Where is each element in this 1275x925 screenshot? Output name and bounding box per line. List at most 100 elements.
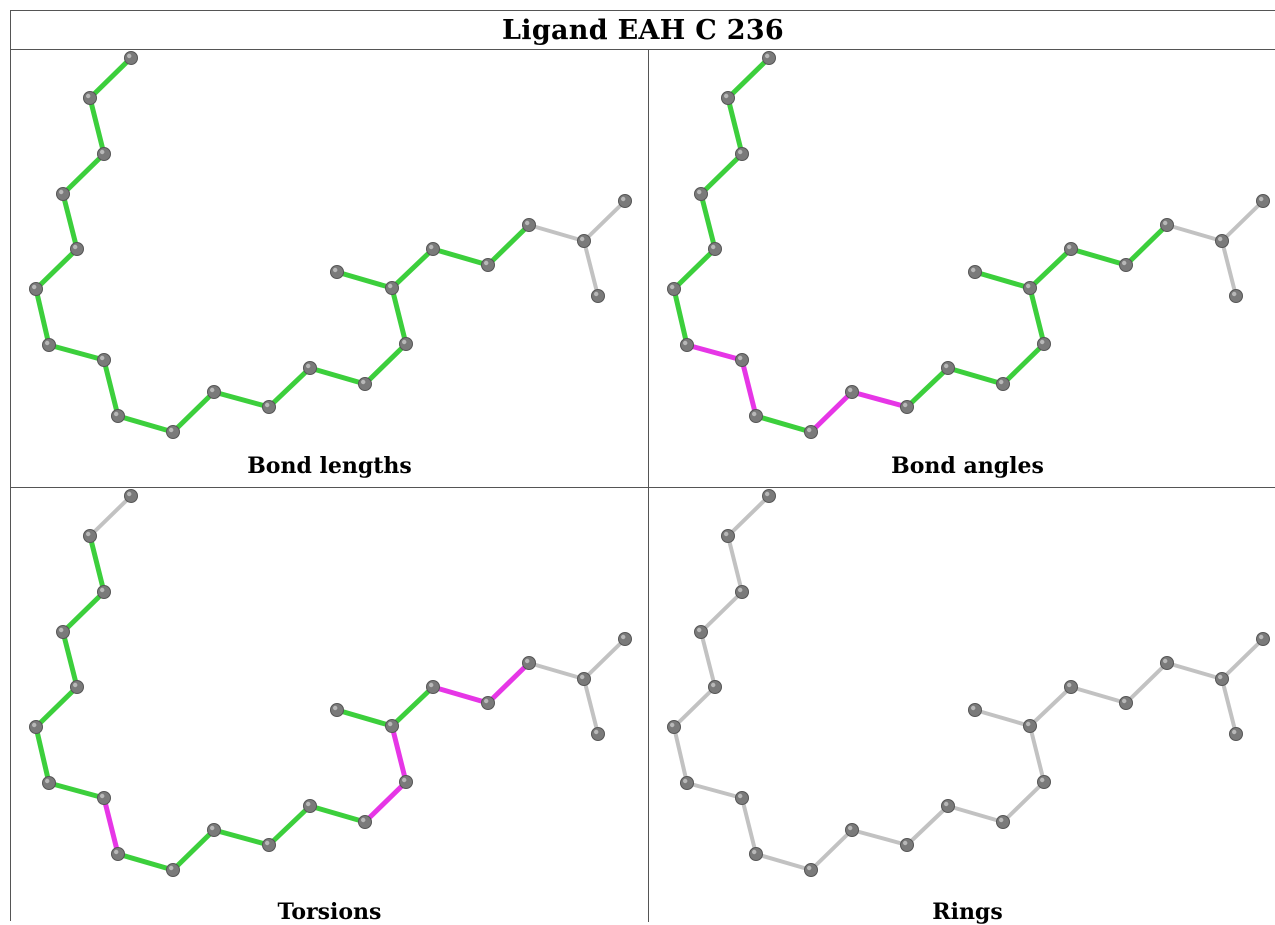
atom-17 [426, 242, 440, 256]
bond-4-5 [672, 685, 717, 729]
molecule-view-bond-lengths [29, 51, 632, 439]
panel-label-torsions: Torsions [277, 899, 382, 925]
atom-highlight-3 [697, 627, 702, 633]
atom-highlight-13 [361, 817, 366, 823]
bond-17-18 [1069, 685, 1128, 705]
atom-highlight-17 [429, 244, 434, 250]
bond-5-6 [672, 725, 689, 785]
panel-bond-angles: Bond angles [649, 50, 1275, 487]
bond-7-8 [740, 796, 758, 856]
bond-5-6 [671, 286, 690, 348]
molecule-view-rings [667, 489, 1270, 877]
atom-12 [941, 361, 955, 375]
atom-26 [577, 672, 591, 686]
atom-6 [680, 338, 694, 352]
atom-2 [735, 147, 749, 161]
atom-highlight-4 [711, 244, 716, 250]
figure-title: Ligand EAH C 236 [501, 14, 784, 46]
bond-8-9 [753, 413, 814, 435]
bond-3-4 [60, 629, 80, 690]
bond-9-10 [808, 389, 855, 435]
atom-highlight-7 [100, 793, 105, 799]
atom-17 [1064, 242, 1078, 256]
panel-label-bond-lengths: Bond lengths [247, 453, 412, 479]
atom-13 [996, 815, 1010, 829]
atom-15 [1023, 719, 1037, 733]
atom-10 [845, 385, 859, 399]
atom-3 [56, 625, 70, 639]
atom-26 [1215, 672, 1229, 686]
bond-18-25 [1124, 661, 1169, 705]
atom-10 [207, 385, 221, 399]
atom-28 [591, 727, 605, 741]
panel-label-bond-angles: Bond angles [891, 453, 1044, 479]
bond-2-3 [698, 151, 745, 197]
atom-highlight-18 [484, 260, 489, 266]
bond-10-11 [849, 389, 910, 410]
bond-26-28 [582, 677, 600, 736]
atom-highlight-13 [999, 817, 1004, 823]
atom-highlight-16 [333, 267, 338, 273]
atom-highlight-26 [1218, 236, 1223, 242]
bond-0-1 [87, 55, 134, 101]
atom-26 [1215, 234, 1229, 248]
bond-9-10 [170, 389, 217, 435]
atom-10 [845, 823, 859, 837]
panel-label-rings: Rings [932, 899, 1003, 925]
bond-25-26 [527, 661, 586, 681]
atom-16 [968, 703, 982, 717]
atom-highlight-28 [594, 291, 599, 297]
bond-25-26 [1165, 661, 1224, 681]
atom-highlight-5 [32, 284, 37, 290]
atom-highlight-27 [1259, 196, 1264, 202]
bond-4-5 [671, 246, 718, 292]
bond-17-18 [430, 246, 491, 268]
bond-10-11 [211, 389, 272, 410]
bond-26-27 [1220, 199, 1265, 243]
atom-27 [1256, 632, 1270, 646]
atom-highlight-9 [169, 427, 174, 433]
atom-highlight-12 [944, 363, 949, 369]
atom-1 [83, 529, 97, 543]
atom-5 [29, 720, 43, 734]
bond-15-17 [389, 684, 436, 729]
atom-highlight-6 [45, 340, 50, 346]
bond-8-9 [115, 851, 176, 873]
bond-6-7 [684, 342, 745, 363]
bond-26-28 [1220, 677, 1238, 736]
bond-10-11 [850, 828, 909, 847]
bond-1-2 [87, 95, 107, 157]
atom-28 [1229, 289, 1243, 303]
bond-6-7 [46, 780, 107, 801]
atom-highlight-7 [738, 355, 743, 361]
atom-highlight-16 [333, 705, 338, 711]
vertical-divider [648, 50, 649, 922]
atom-3 [694, 187, 708, 201]
atom-highlight-2 [100, 149, 105, 155]
atom-highlight-18 [1122, 260, 1127, 266]
atom-15 [385, 719, 399, 733]
bond-12-13 [945, 365, 1006, 387]
bond-8-9 [754, 852, 813, 872]
atom-28 [1229, 727, 1243, 741]
atom-7 [735, 791, 749, 805]
atom-13 [358, 815, 372, 829]
atom-highlight-10 [848, 825, 853, 831]
bond-2-3 [60, 151, 107, 197]
atom-highlight-14 [402, 339, 407, 345]
atom-1 [721, 529, 735, 543]
bond-7-8 [739, 357, 759, 419]
atom-10 [207, 823, 221, 837]
atom-9 [166, 425, 180, 439]
bond-9-10 [170, 827, 217, 873]
atom-highlight-1 [724, 531, 729, 537]
atom-2 [735, 585, 749, 599]
bond-26-27 [1220, 637, 1265, 681]
atom-highlight-1 [86, 93, 91, 99]
atom-highlight-17 [429, 682, 434, 688]
bond-14-15 [389, 723, 409, 785]
atom-27 [618, 194, 632, 208]
atom-highlight-9 [169, 865, 174, 871]
bond-1-2 [726, 534, 744, 594]
atom-highlight-26 [580, 236, 585, 242]
